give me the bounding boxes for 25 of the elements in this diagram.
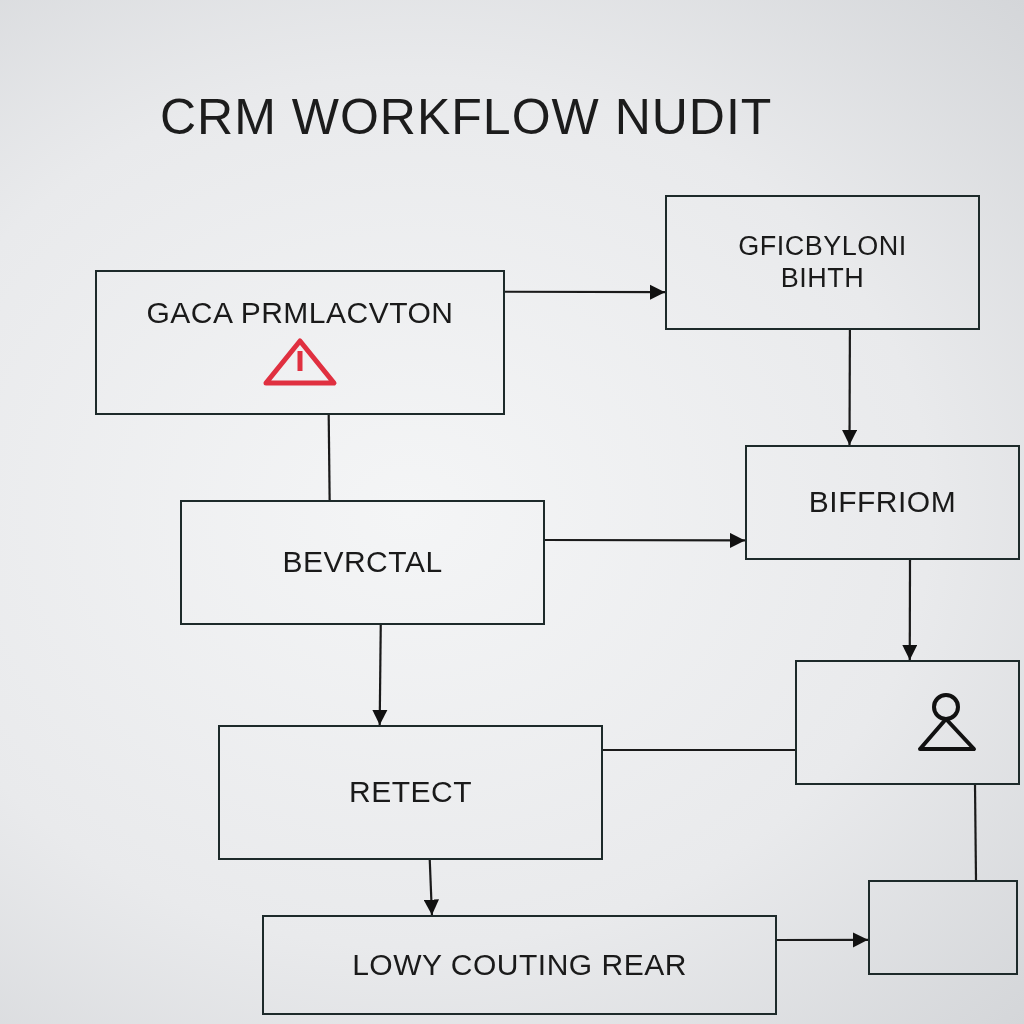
arrow	[902, 560, 918, 660]
connector-line	[603, 748, 795, 752]
process-box	[868, 880, 1018, 975]
box-label: GACA PRMLACVTON	[146, 296, 454, 331]
process-box	[218, 725, 603, 860]
process-box	[745, 445, 1020, 560]
arrow	[841, 330, 858, 445]
diagram-title: CRM WORKFLOW NUDIT	[160, 88, 773, 146]
box-label: RETECT	[349, 775, 472, 810]
arrow	[505, 284, 665, 300]
process-box	[665, 195, 980, 330]
process-box	[95, 270, 505, 415]
arrow	[423, 859, 440, 916]
arrow	[545, 532, 745, 549]
box-label: LOWY COUTING REAR	[352, 947, 687, 983]
process-box	[262, 915, 777, 1015]
arrow	[777, 932, 868, 948]
connector-line	[973, 785, 978, 880]
process-box	[795, 660, 1020, 785]
box-label: GFICBYLONI BIHTH	[737, 231, 908, 294]
box-label: BEVRCTAL	[282, 545, 443, 580]
connector-line	[327, 415, 331, 500]
process-box	[180, 500, 545, 625]
arrow	[372, 625, 388, 725]
box-label: BIFFRIOM	[808, 485, 957, 520]
